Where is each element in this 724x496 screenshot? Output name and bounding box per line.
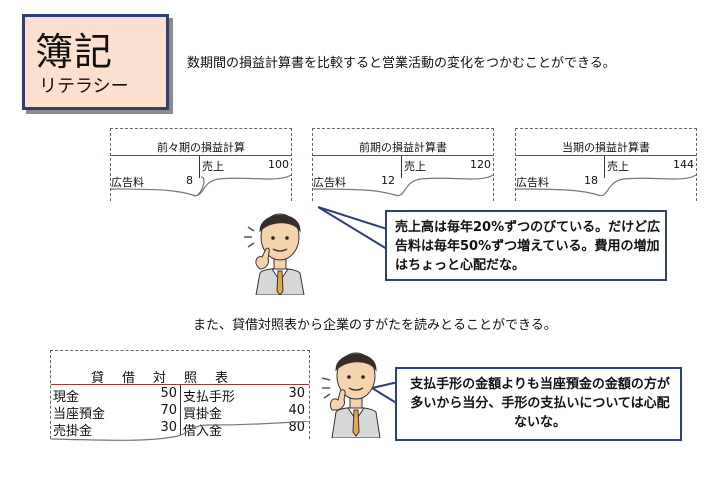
- bs-left-label: 売掛金: [53, 424, 93, 439]
- income-statement-current: 当期の損益計算書 売上 144 広告料 18: [515, 128, 697, 201]
- intro-text: 数期間の損益計算書を比較すると営業活動の変化をつかむことができる。: [187, 56, 616, 71]
- bubble-tail: [318, 206, 390, 255]
- torn-edge: [312, 174, 494, 197]
- bs-left-value: 70: [160, 403, 177, 418]
- is-ad-label: 広告料: [313, 176, 346, 189]
- is-divider: [604, 156, 605, 178]
- torn-edge: [110, 174, 292, 197]
- is-rule: [111, 155, 291, 156]
- title-box: 簿記 リテラシー: [22, 14, 169, 110]
- bs-right-label: 買掛金: [183, 407, 223, 422]
- is-ad-value: 12: [381, 174, 395, 187]
- is-caption: 前々期の損益計算: [157, 141, 245, 154]
- income-statement-prev: 前期の損益計算書 売上 120 広告料 12: [312, 128, 494, 201]
- bs-caption: 貸借対照表: [91, 371, 247, 386]
- bs-rule: [51, 384, 309, 385]
- title-sub: リテラシー: [39, 76, 129, 97]
- is-divider: [199, 156, 200, 178]
- torn-edge: [50, 421, 310, 441]
- bs-right-label: 借入金: [183, 424, 223, 439]
- is-caption: 当期の損益計算書: [562, 141, 650, 154]
- bs-left-label: 現金: [53, 390, 80, 405]
- bubble-text: 支払手形の金額よりも当座預金の金額の方が多いから当分、手形の支払いについては心配…: [410, 377, 670, 430]
- intro-text-2: また、貸借対照表から企業のすがたを読みとることができる。: [193, 318, 557, 333]
- is-rule: [516, 155, 696, 156]
- income-statement-prev2: 前々期の損益計算 売上 100 広告料 8: [110, 128, 292, 201]
- is-ad-value: 8: [186, 174, 193, 187]
- is-ad-value: 18: [584, 174, 598, 187]
- torn-edge: [515, 174, 697, 197]
- bs-right-value: 40: [288, 403, 305, 418]
- is-rule: [313, 155, 493, 156]
- bubble-text: 売上高は毎年20%ずつのびている。だけど広告料は毎年50%ずつ増えている。費用の…: [395, 220, 661, 273]
- balance-sheet: 貸借対照表 現金 50 当座預金 70 売掛金 30 支払手形 30 買掛金 4…: [50, 350, 310, 441]
- businessman-illustration: [244, 213, 305, 295]
- bs-left-value: 50: [160, 386, 177, 401]
- is-sales-value: 100: [268, 158, 289, 171]
- speech-bubble-balance: 支払手形の金額よりも当座預金の金額の方が多いから当分、手形の支払いについては心配…: [395, 367, 682, 441]
- bs-right-label: 支払手形: [183, 390, 236, 405]
- is-caption: 前期の損益計算書: [359, 141, 447, 154]
- is-sales-value: 144: [673, 158, 694, 171]
- title-main: 簿記: [35, 30, 114, 74]
- is-divider: [401, 156, 402, 178]
- businessman-thumbs-up-illustration: [321, 352, 381, 438]
- bs-left-value: 30: [160, 420, 177, 435]
- bs-right-value: 80: [288, 420, 305, 435]
- bs-right-value: 30: [288, 386, 305, 401]
- is-ad-label: 広告料: [111, 176, 144, 189]
- is-sales-label: 売上: [404, 160, 426, 173]
- is-sales-label: 売上: [607, 160, 629, 173]
- is-sales-label: 売上: [202, 160, 224, 173]
- is-ad-label: 広告料: [516, 176, 549, 189]
- is-sales-value: 120: [470, 158, 491, 171]
- bs-divider: [180, 385, 181, 435]
- bs-left-label: 当座預金: [53, 407, 106, 422]
- speech-bubble-income: 売上高は毎年20%ずつのびている。だけど広告料は毎年50%ずつ増えている。費用の…: [385, 210, 667, 281]
